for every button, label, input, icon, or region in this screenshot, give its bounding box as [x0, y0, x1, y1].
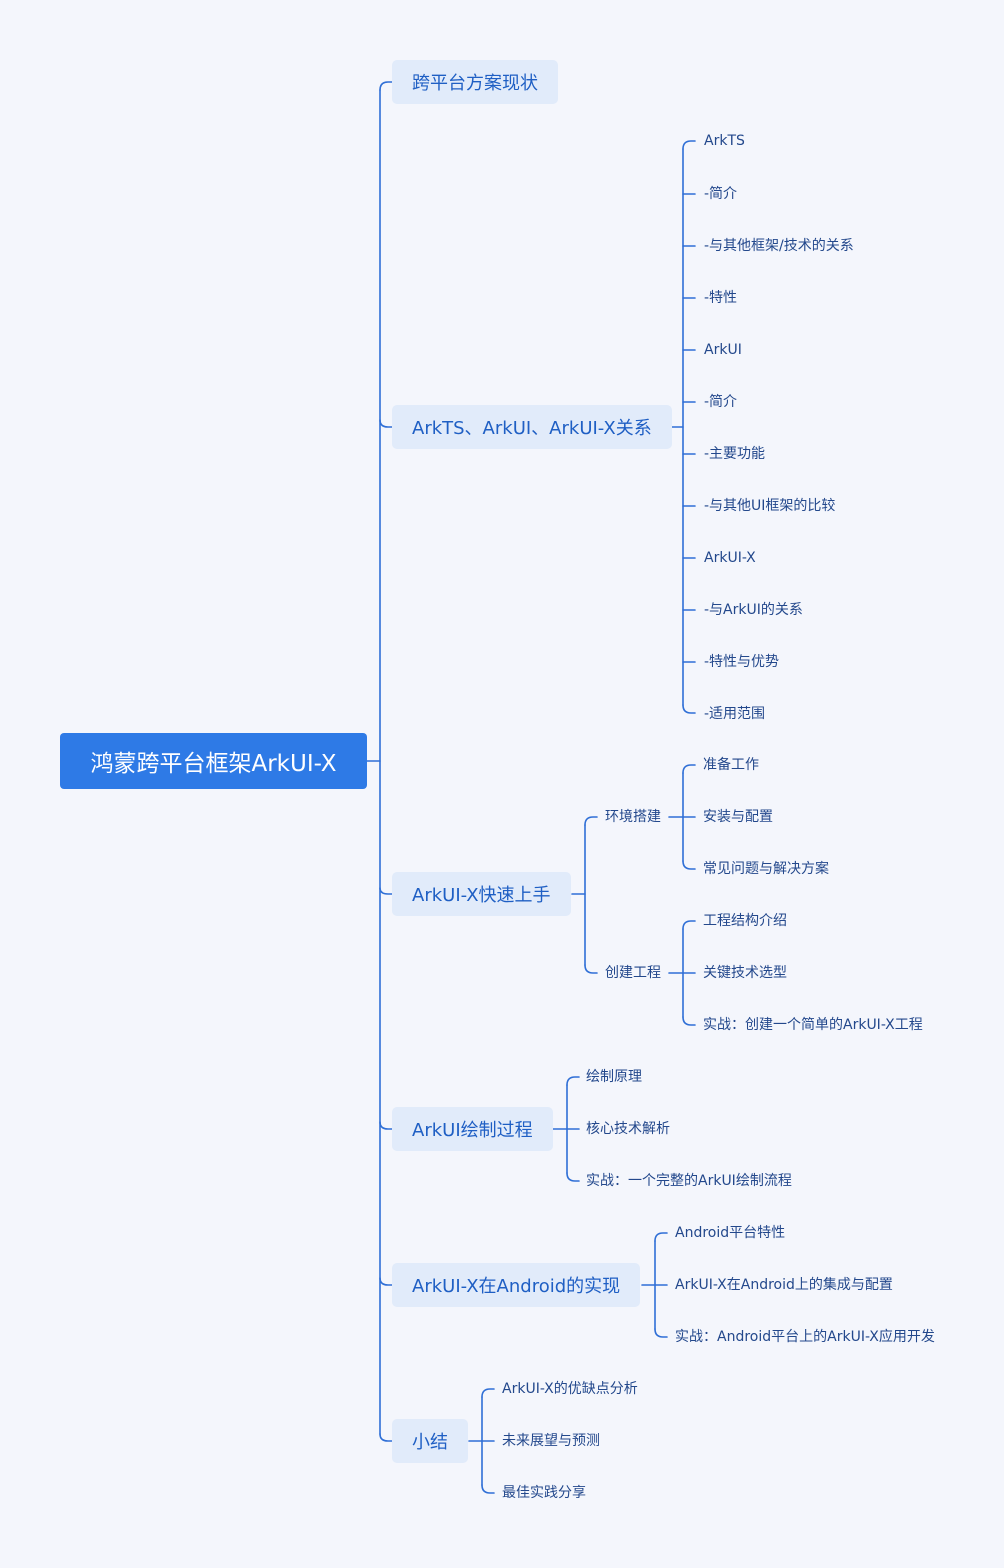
leaf-arkui-x-advantages[interactable]: -特性与优势 [704, 654, 780, 670]
leaf-arkui-intro[interactable]: -简介 [704, 394, 738, 410]
leaf-practice-android-app[interactable]: 实战：Android平台上的ArkUI-X应用开发 [675, 1329, 935, 1345]
subtopic-create-project[interactable]: 创建工程 [605, 965, 661, 981]
root-topic[interactable]: 鸿蒙跨平台框架ArkUI-X [60, 733, 367, 789]
leaf-practice-drawing-flow[interactable]: 实战：一个完整的ArkUI绘制流程 [586, 1173, 792, 1189]
subtopic-environment-setup[interactable]: 环境搭建 [605, 809, 661, 825]
branch-cross-platform-status[interactable]: 跨平台方案现状 [392, 60, 558, 104]
branch-summary[interactable]: 小结 [392, 1419, 468, 1463]
leaf-arkts-intro[interactable]: -简介 [704, 186, 738, 202]
leaf-tech-selection[interactable]: 关键技术选型 [703, 965, 787, 981]
leaf-android-features[interactable]: Android平台特性 [675, 1225, 786, 1241]
leaf-arkui-functions[interactable]: -主要功能 [704, 446, 766, 462]
leaf-arkui-x[interactable]: ArkUI-X [704, 550, 756, 566]
leaf-arkui-x-relation[interactable]: -与ArkUI的关系 [704, 602, 803, 618]
leaf-drawing-principle[interactable]: 绘制原理 [586, 1069, 642, 1085]
branch-quick-start[interactable]: ArkUI-X快速上手 [392, 872, 571, 916]
leaf-android-integration[interactable]: ArkUI-X在Android上的集成与配置 [675, 1277, 893, 1293]
branch-arkts-arkui-relations[interactable]: ArkTS、ArkUI、ArkUI-X关系 [392, 405, 672, 449]
leaf-best-practices[interactable]: 最佳实践分享 [502, 1485, 586, 1501]
leaf-arkts-relations[interactable]: -与其他框架/技术的关系 [704, 238, 854, 254]
leaf-install-config[interactable]: 安装与配置 [703, 809, 773, 825]
branch-drawing-process[interactable]: ArkUI绘制过程 [392, 1107, 553, 1151]
leaf-future-outlook[interactable]: 未来展望与预测 [502, 1433, 600, 1449]
leaf-practice-create-project[interactable]: 实战：创建一个简单的ArkUI-X工程 [703, 1017, 923, 1033]
leaf-arkts[interactable]: ArkTS [704, 133, 745, 149]
leaf-project-structure[interactable]: 工程结构介绍 [703, 913, 787, 929]
leaf-arkui-x-scope[interactable]: -适用范围 [704, 706, 766, 722]
leaf-core-tech[interactable]: 核心技术解析 [586, 1121, 670, 1137]
leaf-arkts-features[interactable]: -特性 [704, 290, 738, 306]
leaf-pros-cons[interactable]: ArkUI-X的优缺点分析 [502, 1381, 638, 1397]
branch-android-implementation[interactable]: ArkUI-X在Android的实现 [392, 1263, 641, 1307]
leaf-preparation[interactable]: 准备工作 [703, 757, 759, 773]
leaf-arkui-comparison[interactable]: -与其他UI框架的比较 [704, 498, 836, 514]
leaf-faq[interactable]: 常见问题与解决方案 [703, 861, 829, 877]
leaf-arkui[interactable]: ArkUI [704, 342, 742, 358]
